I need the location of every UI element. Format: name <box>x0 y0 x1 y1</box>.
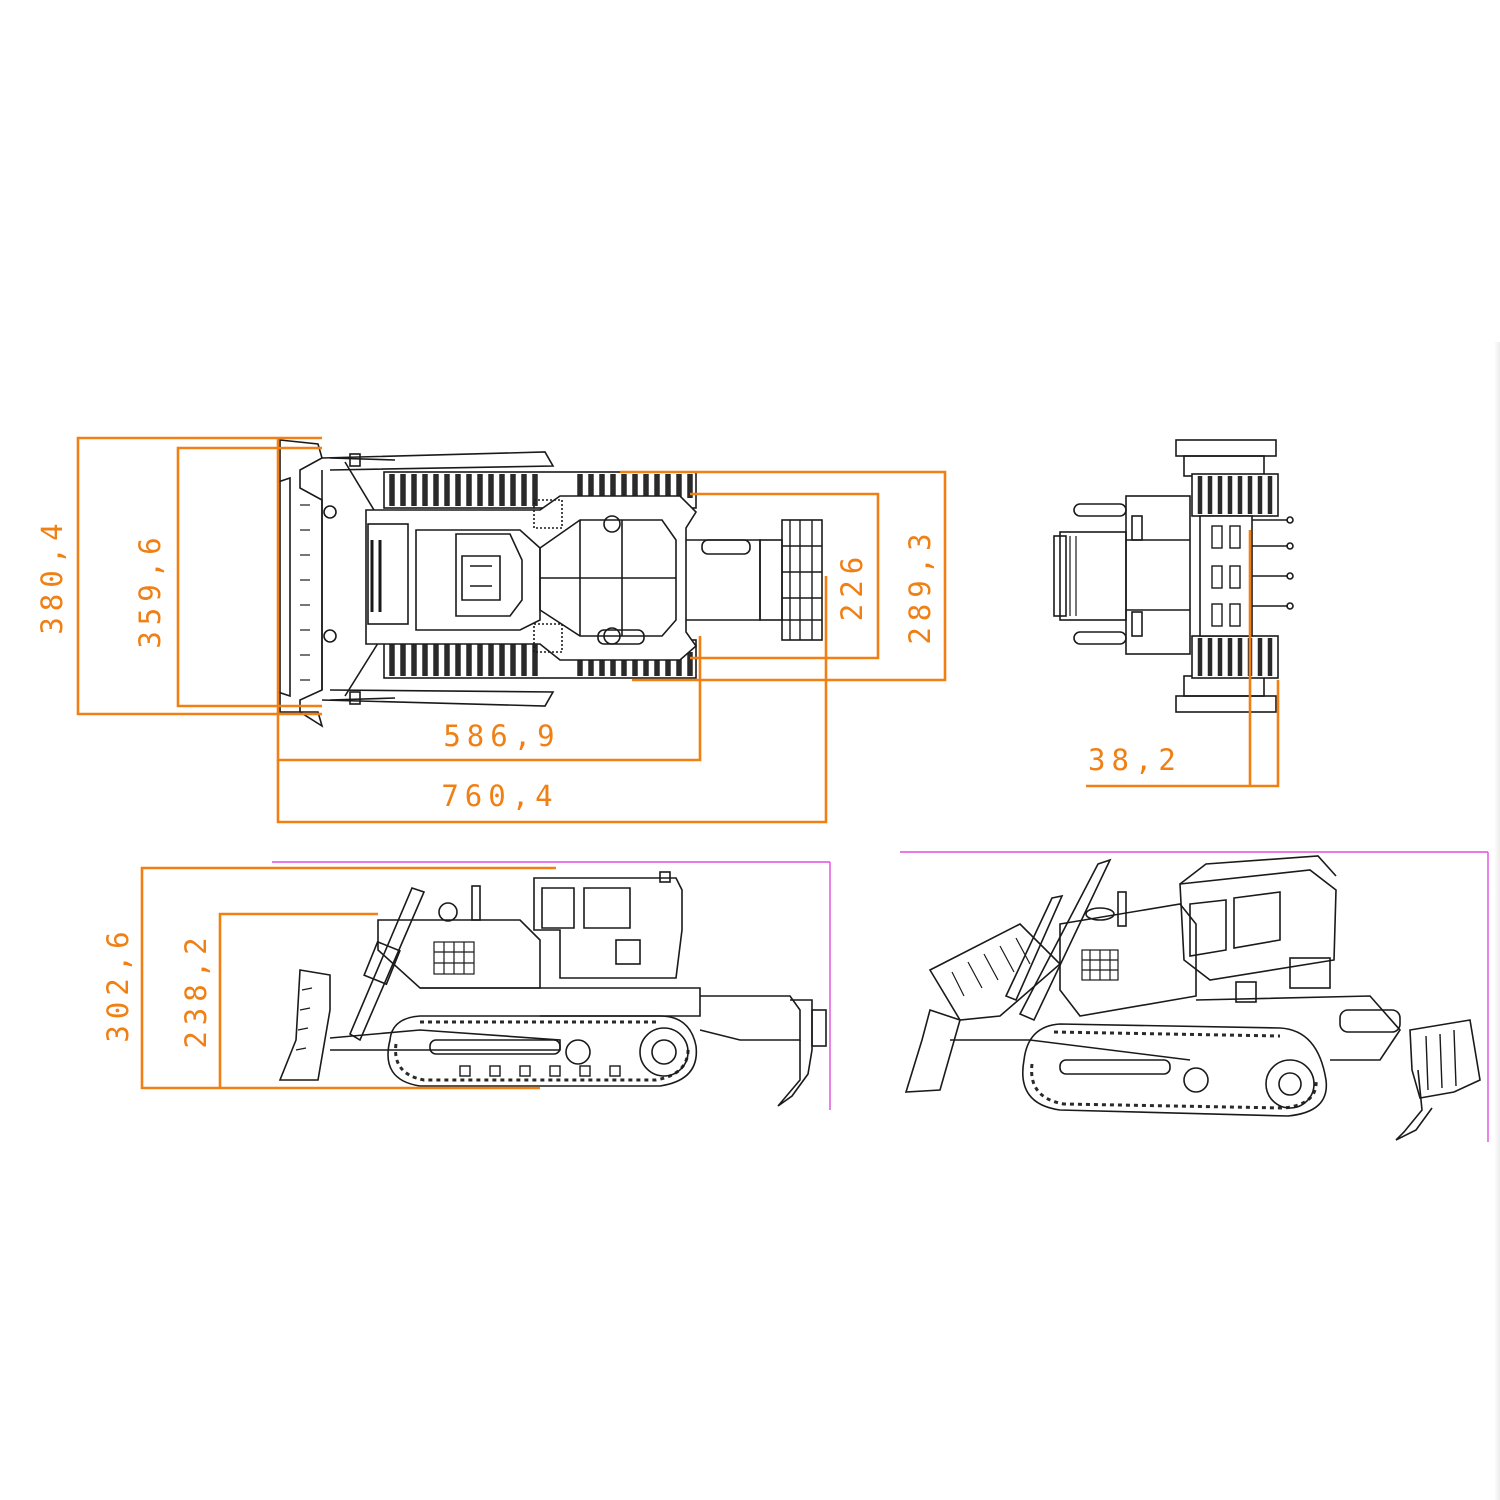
side-ripper <box>777 999 813 1107</box>
label-body-length: 586,9 <box>443 719 560 753</box>
dim-line-hood-height <box>218 912 378 1088</box>
side-track <box>387 1015 698 1087</box>
dim-line-overall-height <box>140 866 556 1090</box>
top-body <box>365 495 698 661</box>
top-blade <box>279 439 324 728</box>
side-blade <box>278 969 331 1081</box>
top-cab <box>415 529 541 631</box>
dim-line-track-width <box>620 470 947 682</box>
dim-line-blade-width <box>176 446 322 708</box>
side-engine <box>377 919 541 989</box>
top-view <box>277 439 823 728</box>
dim-line-overall-length <box>276 576 828 824</box>
perspective-ripper <box>1409 1019 1481 1099</box>
label-overall-height: 302,6 <box>101 925 135 1042</box>
label-overall-length: 760,4 <box>441 779 558 813</box>
dim-line-body-length <box>276 438 702 762</box>
perspective-engine <box>1059 903 1197 1017</box>
label-side-offset: 38,2 <box>1088 743 1182 777</box>
perspective-blade <box>928 923 1062 1021</box>
front-view-dimensions <box>1086 530 1280 788</box>
side-cab <box>533 877 683 979</box>
perspective-track <box>1022 1023 1328 1117</box>
front-ripper <box>1199 515 1253 637</box>
dim-line-overall-width <box>76 436 322 716</box>
side-view <box>278 871 827 1107</box>
side-view-dimensions <box>140 866 556 1090</box>
label-blade-width: 359,6 <box>133 531 167 648</box>
side-lift-cylinder <box>348 887 426 1042</box>
front-body <box>1125 495 1191 655</box>
perspective-cab <box>1179 869 1337 981</box>
perspective-view <box>904 855 1481 1141</box>
front-track-lower <box>1191 635 1279 679</box>
dim-line-ripper-width <box>690 492 880 660</box>
front-view <box>1053 439 1294 713</box>
page-edge-shadow <box>1494 342 1500 1500</box>
label-overall-width: 380,4 <box>35 517 69 634</box>
top-ripper <box>781 519 823 641</box>
top-view-dimensions <box>76 436 947 824</box>
label-ripper-width: 226 <box>835 551 869 621</box>
label-hood-height: 238,2 <box>179 931 213 1048</box>
dim-line-side-offset <box>1086 530 1280 788</box>
front-track-upper <box>1191 473 1279 517</box>
label-track-width: 289,3 <box>903 527 937 644</box>
top-engine-hood <box>539 519 677 637</box>
